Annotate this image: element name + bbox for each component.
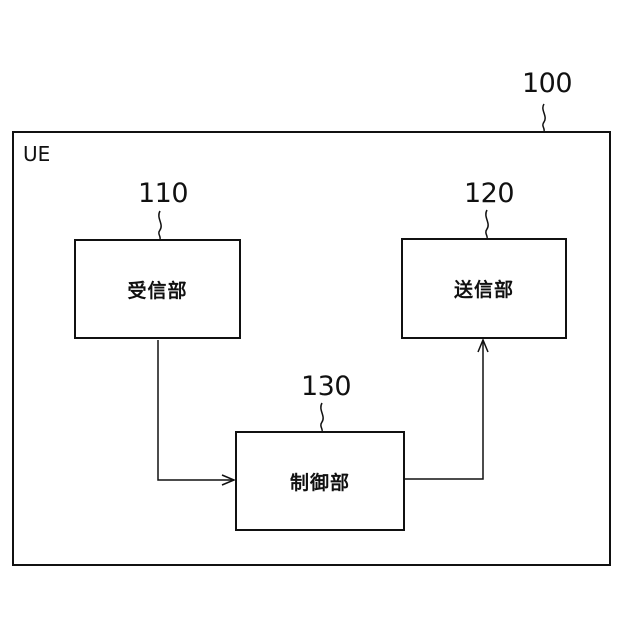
controller-block-label: 制御部 xyxy=(290,468,350,495)
receiver-block-label: 受信部 xyxy=(127,276,187,303)
ue-frame-title: UE xyxy=(23,144,50,164)
transmitter-block: 送信部 xyxy=(401,238,567,339)
transmitter-block-label: 送信部 xyxy=(454,275,514,302)
receiver-block: 受信部 xyxy=(74,239,241,339)
ref-label-outer: 100 xyxy=(522,70,572,97)
leader-line-outer xyxy=(543,104,545,131)
controller-block: 制御部 xyxy=(235,431,405,531)
